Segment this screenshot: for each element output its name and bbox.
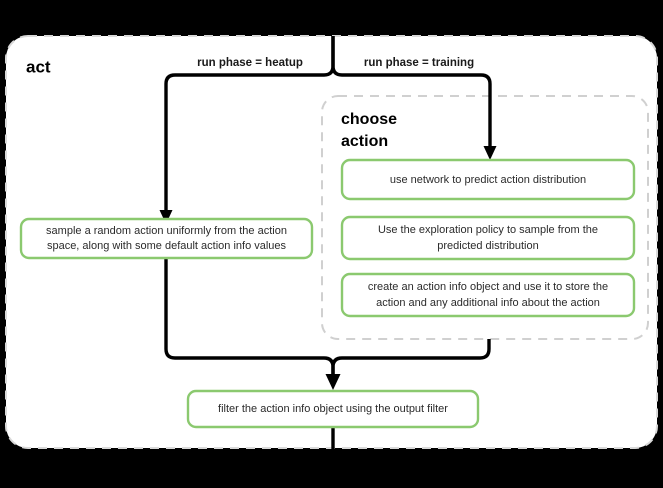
node-exploration-policy[interactable] [340, 215, 636, 261]
node-create-action-info-line2: action and any additional info about the… [376, 297, 600, 309]
page-title: act [26, 57, 51, 76]
edge-label-training: run phase = training [364, 57, 474, 69]
node-exploration-policy-line2: predicted distribution [437, 240, 539, 252]
edge-to-training-branch [331, 36, 492, 147]
arrowhead-merge-to-filter [325, 374, 341, 390]
node-create-action-info[interactable] [340, 272, 636, 318]
arrowhead-heatup [159, 210, 173, 224]
node-sample-random-action[interactable] [19, 217, 314, 260]
node-use-network-line1: use network to predict action distributi… [390, 174, 586, 186]
choose-action-group-title-line1: choose [341, 111, 397, 128]
edge-group-to-merge [331, 339, 491, 375]
node-exploration-policy-line1: Use the exploration policy to sample fro… [378, 224, 598, 236]
arrowhead-training [483, 146, 497, 160]
node-sample-random-action-line1: sample a random action uniformly from th… [46, 225, 287, 237]
choose-action-group [321, 95, 649, 340]
node-filter-action-info[interactable] [186, 389, 480, 429]
node-filter-action-info-line1: filter the action info object using the … [218, 403, 448, 415]
choose-action-group-title-line2: action [341, 133, 388, 150]
node-use-network[interactable] [340, 158, 636, 201]
node-create-action-info-line1: create an action info object and use it … [368, 281, 608, 293]
node-sample-random-action-line2: space, along with some default action in… [47, 240, 287, 252]
edge-label-heatup: run phase = heatup [197, 57, 303, 69]
